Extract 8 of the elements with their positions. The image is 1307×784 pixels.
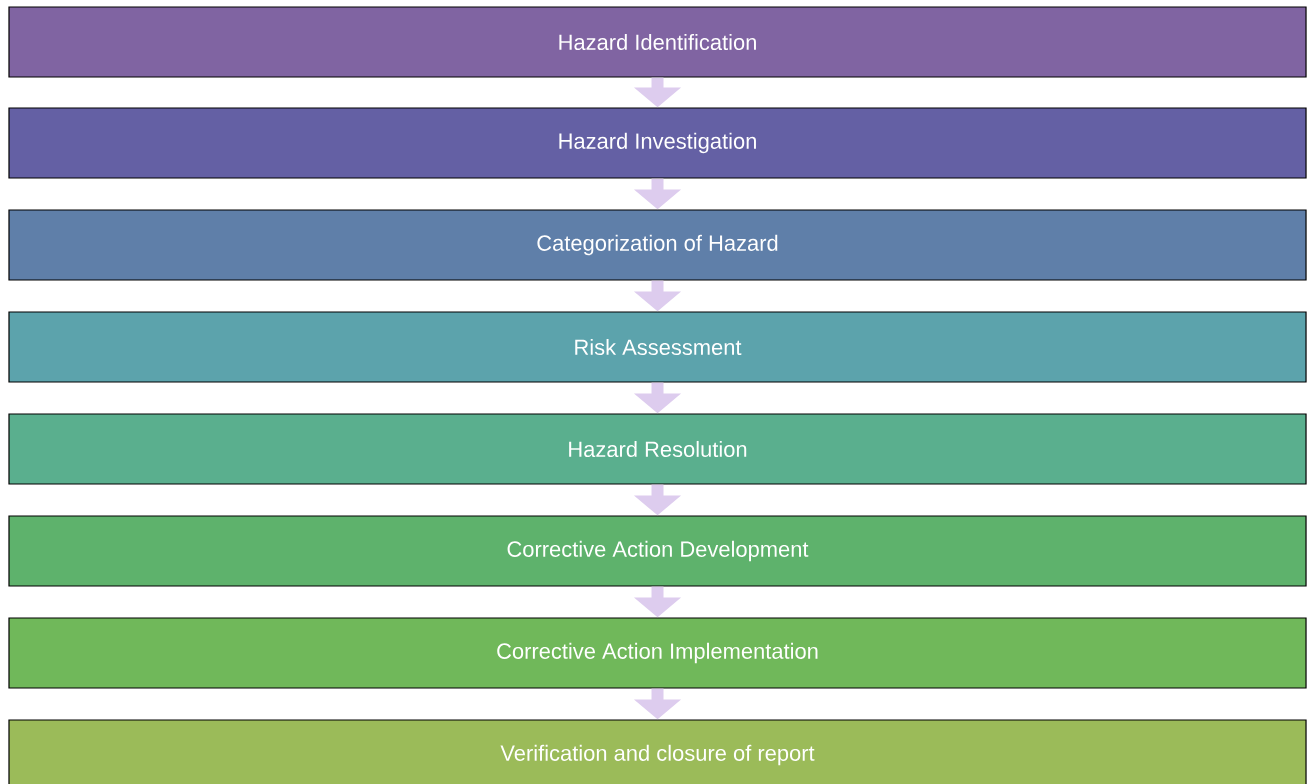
process-bar: Hazard Identification (8, 6, 1307, 78)
process-bar: Verification and closure of report (8, 719, 1307, 784)
process-bar: Categorization of Hazard (8, 209, 1307, 281)
process-bar: Corrective Action Implementation (8, 617, 1307, 689)
process-bar: Hazard Resolution (8, 413, 1307, 485)
process-bar: Hazard Investigation (8, 107, 1307, 179)
process-bar: Risk Assessment (8, 311, 1307, 383)
process-bar: Corrective Action Development (8, 515, 1307, 587)
